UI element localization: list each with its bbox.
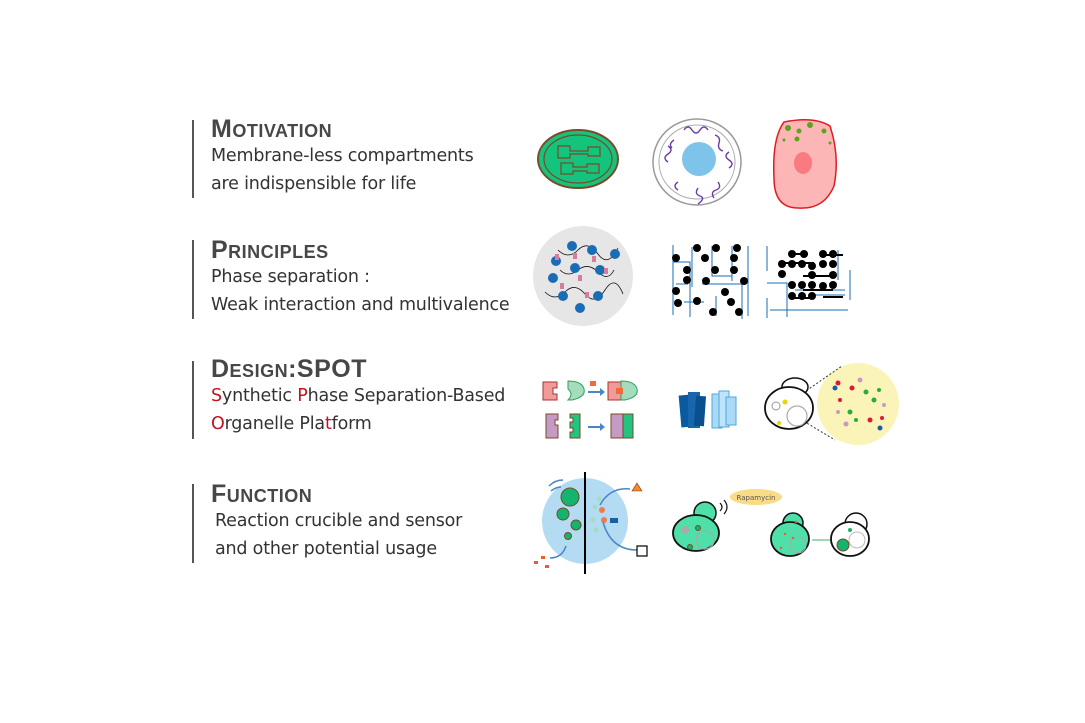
- section-divider: [192, 361, 194, 439]
- multivalent-protein-illustration: [533, 226, 633, 326]
- section-title: Function: [211, 480, 313, 508]
- nucleus-illustration: [652, 118, 742, 206]
- section-text: Membrane-less compartments: [211, 146, 474, 166]
- section-text: are indispensible for life: [211, 174, 417, 194]
- highlighted-letter: S: [211, 386, 222, 406]
- section-divider: [192, 484, 194, 563]
- highlighted-letter: O: [211, 414, 225, 434]
- highlighted-letter: P: [297, 386, 308, 406]
- section-motivation: Motivation Membrane-less compartments ar…: [211, 116, 474, 198]
- yeast-sensor-illustration: Rapamycin: [672, 489, 870, 557]
- text-segment: hase Separation-Based: [307, 386, 506, 406]
- section-divider: [192, 240, 194, 319]
- chloroplast-illustration: [537, 129, 619, 189]
- section-text: Reaction crucible and sensor: [215, 511, 463, 531]
- speech-bubble-text: Rapamycin: [737, 494, 776, 502]
- reaction-crucible-illustration: [534, 472, 648, 574]
- section-text: and other potential usage: [215, 539, 437, 559]
- sparse-network-illustration: [672, 244, 749, 319]
- cell-with-granules-illustration: [772, 119, 837, 209]
- highlighted-letter: t: [324, 414, 332, 434]
- text-segment: form: [331, 414, 372, 434]
- section-function: Function Reaction crucible and sensor an…: [211, 481, 462, 563]
- text-segment: ynthetic: [221, 386, 298, 406]
- yeast-zoom-illustration: [764, 363, 899, 445]
- section-text: Weak interaction and multivalence: [211, 295, 510, 315]
- section-text: Organelle Platform: [211, 410, 505, 438]
- section-text: Synthetic Phase Separation-Based: [211, 382, 505, 410]
- section-title: Design:SPOT: [211, 355, 367, 383]
- protein-scaffold-illustration: [678, 390, 737, 429]
- section-title: Principles: [211, 236, 329, 264]
- dense-network-illustration: [766, 246, 851, 318]
- text-segment: rganelle Pla: [224, 414, 326, 434]
- section-design: Design:SPOT Synthetic Phase Separation-B…: [211, 356, 505, 438]
- section-title: Motivation: [211, 115, 333, 143]
- section-principles: Principles Phase separation : Weak inter…: [211, 236, 510, 319]
- section-text: Phase separation :: [211, 267, 370, 287]
- binding-partners-illustration: [542, 380, 638, 439]
- section-divider: [192, 120, 194, 198]
